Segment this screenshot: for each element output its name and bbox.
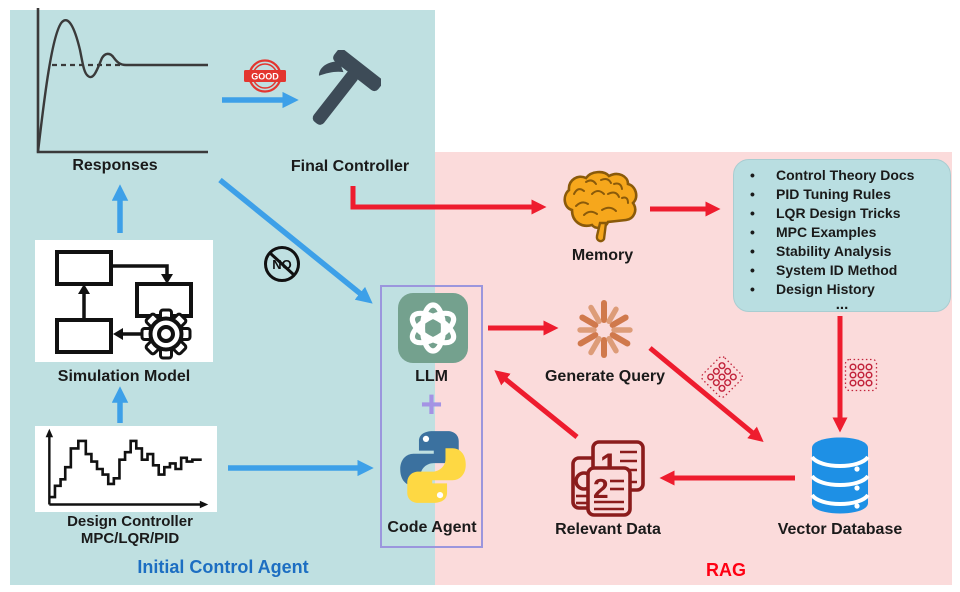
design-controller-label-line1: Design Controller [67, 513, 193, 530]
simulation-model-diagram [55, 250, 193, 360]
red-arrow-final-controller-to-memory [350, 186, 547, 215]
blue-arrow-responses-to-llm [218, 177, 373, 304]
gear-icon [140, 308, 192, 360]
knowledge-item: Control Theory Docs [740, 166, 944, 185]
relevant-data-documents-icon: 1 2 [571, 440, 645, 517]
step-response-plot [36, 8, 208, 154]
llm-label: LLM [415, 368, 448, 385]
initial-control-agent-title: Initial Control Agent [137, 557, 309, 577]
rag-title: RAG [706, 560, 746, 580]
python-logo-icon [400, 431, 466, 503]
knowledge-item: LQR Design Tricks [740, 204, 944, 223]
memory-label: Memory [571, 247, 634, 264]
llm-code-agent-box [380, 285, 483, 548]
design-controller-label-line2: MPC/LQR/PID [80, 529, 180, 547]
knowledge-list-box: Control Theory Docs PID Tuning Rules LQR… [733, 159, 951, 312]
plus-sign: + [420, 384, 443, 426]
design-controller-label: Design Controller MPC/LQR/PID [30, 513, 230, 547]
knowledge-item: Design History [740, 280, 944, 299]
knowledge-item: System ID Method [740, 261, 944, 280]
no-badge-text: NO [272, 257, 292, 272]
openai-knot-icon [409, 302, 457, 354]
embedding-vector-icon [701, 356, 743, 398]
no-badge-icon: NO [264, 246, 300, 282]
vector-database-label: Vector Database [777, 521, 903, 538]
vector-database-icon [810, 437, 870, 514]
good-stamp-icon: GOOD [244, 59, 286, 93]
final-controller-label: Final Controller [290, 158, 410, 175]
simulation-model-label: Simulation Model [57, 368, 191, 385]
embedding-vector-icon [844, 358, 878, 392]
knowledge-list: Control Theory Docs PID Tuning Rules LQR… [740, 166, 944, 299]
generate-query-starburst-icon [577, 300, 633, 358]
red-arrow-generate-query-to-vector-db [648, 346, 764, 442]
good-stamp-text: GOOD [251, 72, 279, 82]
red-arrow-relevant-data-to-llm [494, 370, 579, 439]
doc-number-2: 2 [593, 473, 609, 504]
responses-label: Responses [72, 157, 158, 174]
generate-query-label: Generate Query [544, 368, 666, 385]
knowledge-item: Stability Analysis [740, 242, 944, 261]
design-controller-plot [45, 428, 209, 509]
knowledge-item: MPC Examples [740, 223, 944, 242]
code-agent-label: Code Agent [387, 519, 477, 536]
knowledge-item: PID Tuning Rules [740, 185, 944, 204]
knowledge-ellipsis: ... [835, 296, 849, 313]
memory-brain-icon [563, 170, 638, 243]
relevant-data-label: Relevant Data [555, 521, 661, 538]
hammer-icon [312, 50, 381, 125]
